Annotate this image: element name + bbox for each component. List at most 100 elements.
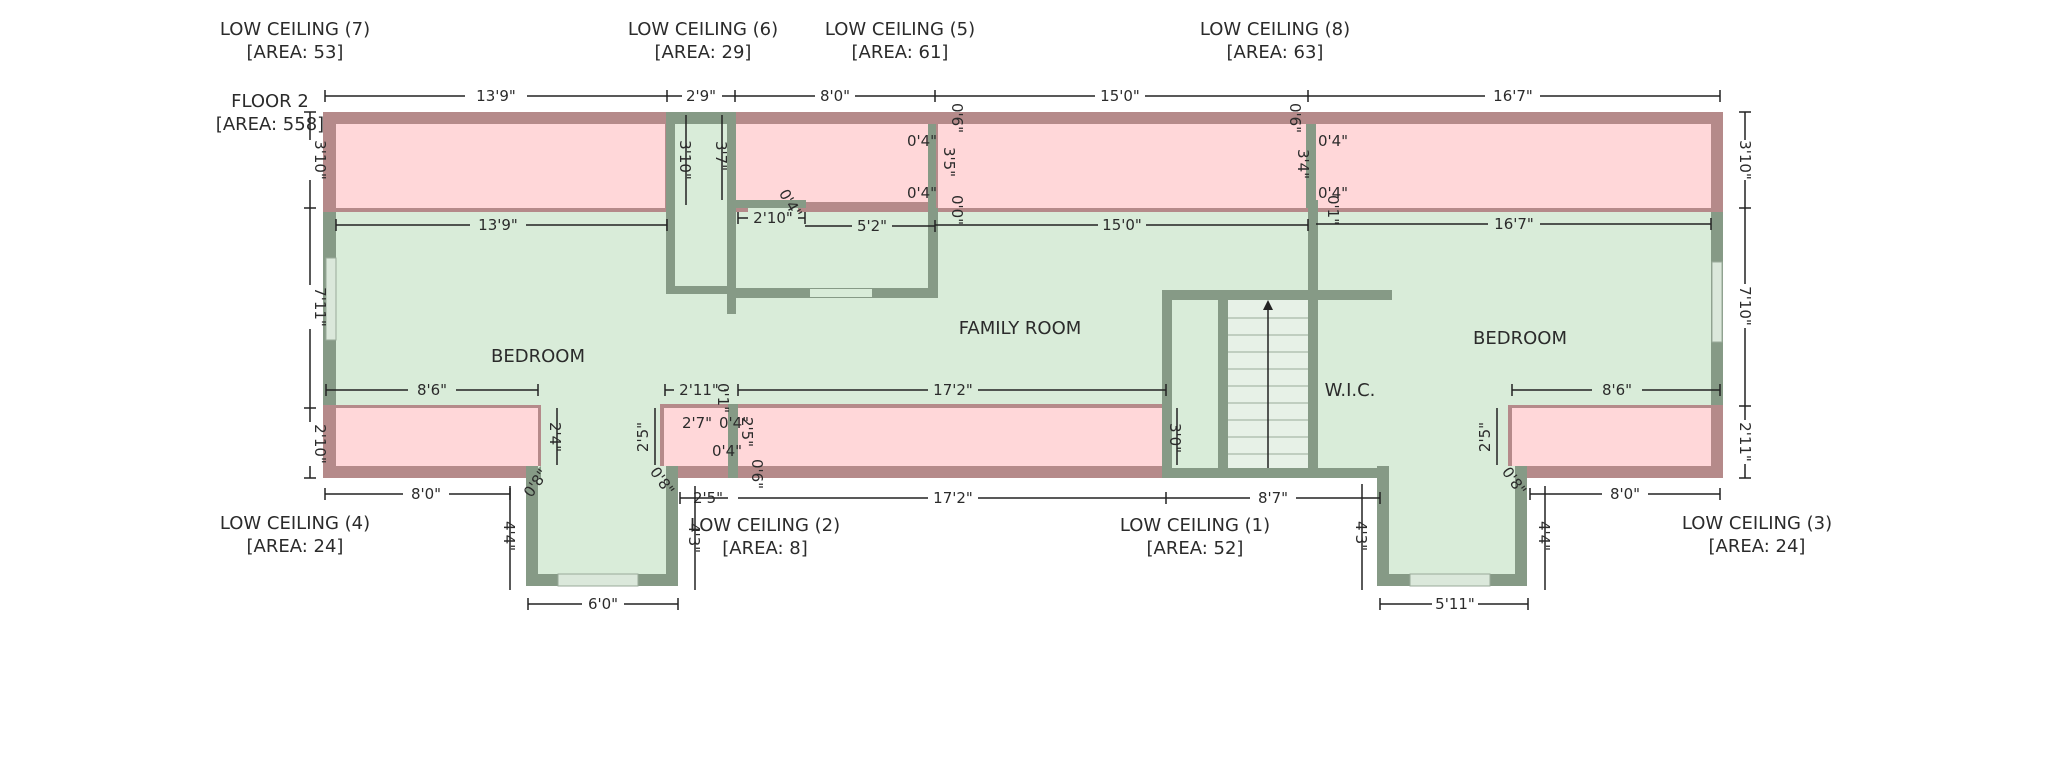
dimension-label: 3'7": [712, 141, 730, 171]
low-ceiling-3-label: LOW CEILING (3) [AREA: 24]: [1682, 513, 1832, 557]
dimension-label: 8'0": [820, 87, 850, 105]
floor-area: [AREA: 558]: [216, 114, 324, 135]
dimension-label: 3'10": [1736, 140, 1754, 180]
room-label-family-room: FAMILY ROOM: [959, 318, 1082, 339]
floor-name: FLOOR 2: [231, 91, 309, 112]
window-left: [325, 257, 337, 341]
dimension-label: 8'0": [1610, 485, 1640, 503]
low-ceiling-5-area: [736, 124, 930, 202]
bay-right: [1377, 466, 1527, 587]
low-ceiling-name: LOW CEILING (2): [690, 515, 840, 536]
bay-left: [526, 466, 678, 587]
dimension-label: 3'10": [311, 140, 329, 180]
dimension-label: 4'3": [1352, 521, 1370, 551]
dimension-label: 16'7": [1494, 215, 1534, 233]
dimension-label: 8'0": [411, 485, 441, 503]
top-dimension-line: 13'9" 2'9" 8'0" 15'0" 16'7": [324, 85, 1721, 105]
dimension-label: 0'4": [719, 414, 749, 432]
low-ceiling-8-area: [1316, 124, 1711, 208]
low-ceiling-name: LOW CEILING (5): [825, 19, 975, 40]
window-right: [1711, 261, 1723, 343]
low-ceiling-area: [AREA: 63]: [1227, 42, 1324, 63]
dimension-label: 2'5": [634, 422, 652, 452]
room-label-bedroom-left: BEDROOM: [491, 346, 585, 367]
low-ceiling-area: [AREA: 29]: [655, 42, 752, 63]
dimension-label: 2'4": [546, 422, 564, 452]
dimension-label: 3'0": [1166, 423, 1184, 453]
stair-arrow-icon: [1263, 300, 1273, 468]
left-side-dimensions: 3'10" 7'11" 2'10": [300, 111, 329, 479]
low-ceiling-area: [AREA: 52]: [1147, 538, 1244, 559]
dimension-label: 4'3": [685, 523, 703, 553]
room-label-bedroom-right: BEDROOM: [1473, 328, 1567, 349]
low-ceiling-3-area: [1512, 408, 1711, 466]
dimension-label: 2'11": [679, 381, 719, 399]
lower-inner-dimension-line: 8'6" 2'11" 17'2" 8'6": [325, 380, 1721, 400]
dimension-label: 0'0": [948, 195, 966, 225]
low-ceiling-2-label: LOW CEILING (2) [AREA: 8]: [690, 515, 840, 559]
dimension-label: 13'9": [478, 216, 518, 234]
low-ceiling-4-area: [336, 408, 538, 466]
dimension-label: 2'10": [753, 209, 793, 227]
dimension-label: 0'4": [1318, 132, 1348, 150]
dimension-label: 5'2": [857, 217, 887, 235]
dimension-label: 0'6": [1286, 103, 1304, 133]
low-ceiling-area: [AREA: 24]: [1709, 536, 1806, 557]
low-ceiling-2-area: [664, 408, 728, 466]
dimension-label: 2'5": [1476, 422, 1494, 452]
dimension-label: 8'6": [417, 381, 447, 399]
dimension-label: 7'11": [311, 287, 329, 327]
dimension-label: 3'10": [676, 140, 694, 180]
low-ceiling-area: [AREA: 53]: [247, 42, 344, 63]
dimension-label: 6'0": [588, 595, 618, 613]
dimension-label: 16'7": [1493, 87, 1533, 105]
dimension-label: 3'5": [940, 147, 958, 177]
upper-inner-dimension-line: 13'9" 2'10" 5'2" 15'0" 16'7": [335, 208, 1712, 236]
main-floor: [323, 112, 1723, 478]
bottom-dimension-line: 8'0" 2'5" 17'2" 8'7" 8'0": [324, 484, 1721, 508]
low-ceiling-name: LOW CEILING (7): [220, 19, 370, 40]
low-ceiling-5b-area: [938, 124, 1306, 208]
dimension-label: 8'7": [1258, 489, 1288, 507]
dimension-label: 5'11": [1435, 595, 1475, 613]
wic-floor: [1318, 300, 1382, 468]
dimension-label: 17'2": [933, 381, 973, 399]
low-ceiling-name: LOW CEILING (6): [628, 19, 778, 40]
dimension-label: 2'5": [693, 489, 723, 507]
room-label-wic: W.I.C.: [1325, 380, 1376, 401]
dimension-label: 15'0": [1102, 216, 1142, 234]
dimension-label: 2'10": [311, 424, 329, 464]
low-ceiling-area: [AREA: 24]: [247, 536, 344, 557]
dimension-label: 2'7": [682, 414, 712, 432]
low-ceiling-1-label: LOW CEILING (1) [AREA: 52]: [1120, 515, 1270, 559]
dimension-label: 4'4": [500, 521, 518, 551]
dimension-label: 0'4": [907, 132, 937, 150]
dimension-label: 0'1": [1324, 195, 1342, 225]
low-ceiling-name: LOW CEILING (4): [220, 513, 370, 534]
dimension-label: 7'10": [1736, 286, 1754, 326]
dimension-label: 8'6": [1602, 381, 1632, 399]
dimension-label: 13'9": [476, 87, 516, 105]
bay-width-dimensions: 6'0" 5'11": [527, 594, 1529, 614]
dimension-label: 0'4": [1318, 184, 1348, 202]
dimension-label: 4'4": [1535, 521, 1553, 551]
low-ceiling-4-label: LOW CEILING (4) [AREA: 24]: [220, 513, 370, 557]
dimension-label: 0'4": [712, 442, 742, 460]
dimension-label: 3'4": [1294, 149, 1312, 179]
low-ceiling-6-label: LOW CEILING (6) [AREA: 29]: [628, 19, 778, 63]
low-ceiling-name: LOW CEILING (8): [1200, 19, 1350, 40]
low-ceiling-area: [AREA: 61]: [852, 42, 949, 63]
dimension-label: 0'6": [948, 103, 966, 133]
low-ceiling-7-label: LOW CEILING (7) [AREA: 53]: [220, 19, 370, 63]
low-ceiling-1-area: [738, 408, 1162, 466]
floor-label: FLOOR 2 [AREA: 558]: [216, 91, 324, 135]
dimension-label: 2'9": [686, 87, 716, 105]
right-side-dimensions: 3'10" 7'10" 2'11": [1735, 111, 1755, 479]
dimension-label: 0'6": [748, 459, 766, 489]
low-ceiling-8-label: LOW CEILING (8) [AREA: 63]: [1200, 19, 1350, 63]
low-ceiling-name: LOW CEILING (1): [1120, 515, 1270, 536]
dimension-label: 17'2": [933, 489, 973, 507]
dimension-label: 0'1": [714, 383, 732, 413]
dimension-label: 2'5": [738, 417, 756, 447]
